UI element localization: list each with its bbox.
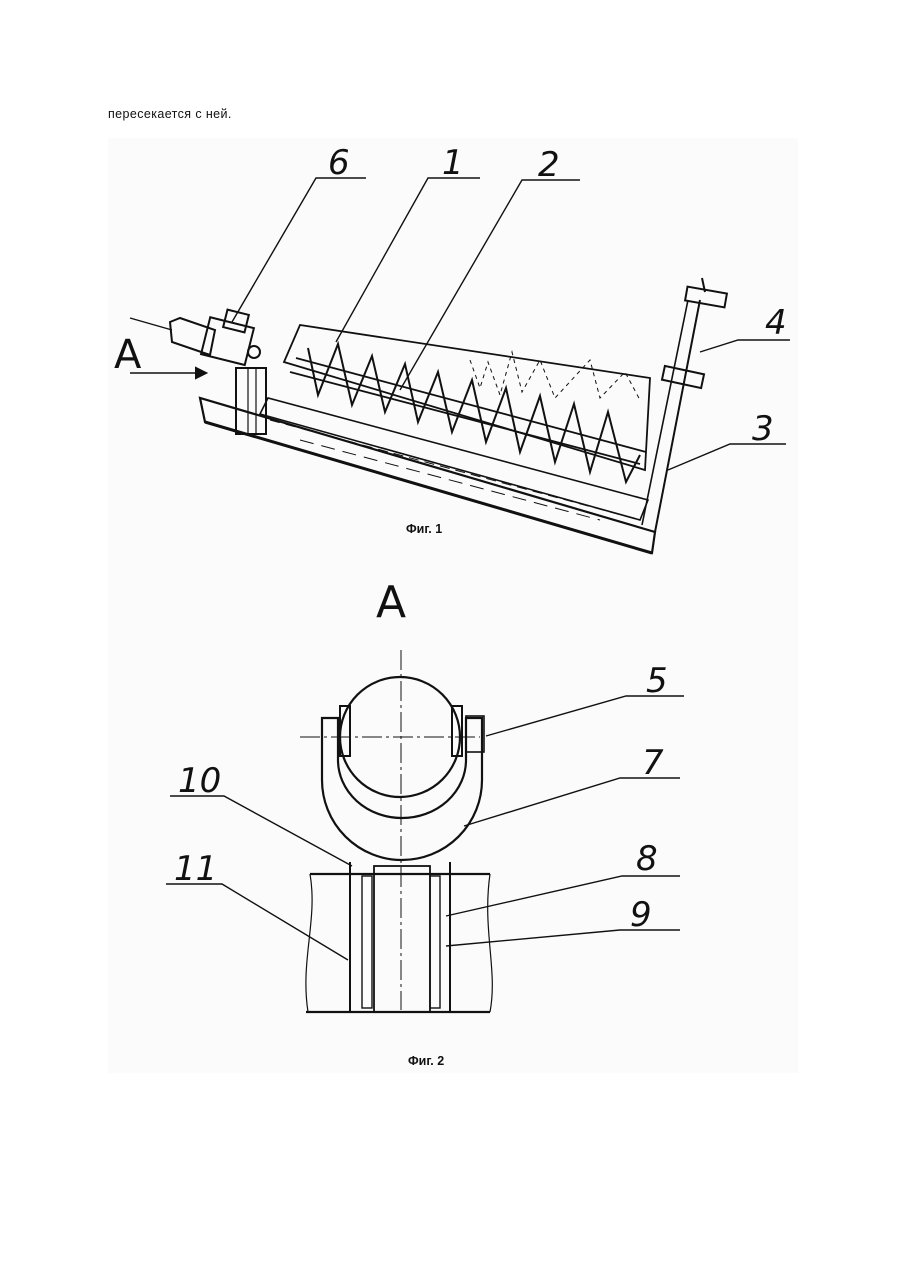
callout-11: 11 — [174, 849, 217, 889]
callout-9: 9 — [630, 895, 652, 935]
motor-support — [236, 368, 266, 434]
callout-10: 10 — [178, 761, 221, 801]
callout-4: 4 — [765, 303, 787, 343]
figure-2-drawing — [166, 650, 684, 1012]
figure-2-caption: Фиг. 2 — [408, 1054, 444, 1068]
callout-8: 8 — [636, 839, 658, 879]
bushing-10 — [362, 876, 372, 1008]
callout-3: 3 — [752, 409, 774, 449]
callout-5: 5 — [646, 661, 668, 701]
screw-spiral-2 — [308, 344, 640, 482]
holder-7 — [322, 718, 482, 860]
callout-2: 2 — [538, 145, 560, 185]
bushing-8 — [430, 876, 440, 1008]
trough-inner — [260, 398, 648, 520]
view-a-title: А — [376, 577, 406, 628]
callout-7: 7 — [642, 743, 664, 783]
adjustment-screw-top — [685, 287, 727, 308]
callout-1: 1 — [442, 143, 464, 183]
figure-1-drawing — [130, 178, 790, 553]
figure-1-caption: Фиг. 1 — [406, 522, 442, 536]
motor-6 — [130, 310, 260, 365]
adjustment-nut — [662, 366, 704, 388]
inner-tube — [374, 866, 430, 1012]
view-arrow-label: А — [114, 332, 142, 378]
callout-6: 6 — [328, 143, 350, 183]
